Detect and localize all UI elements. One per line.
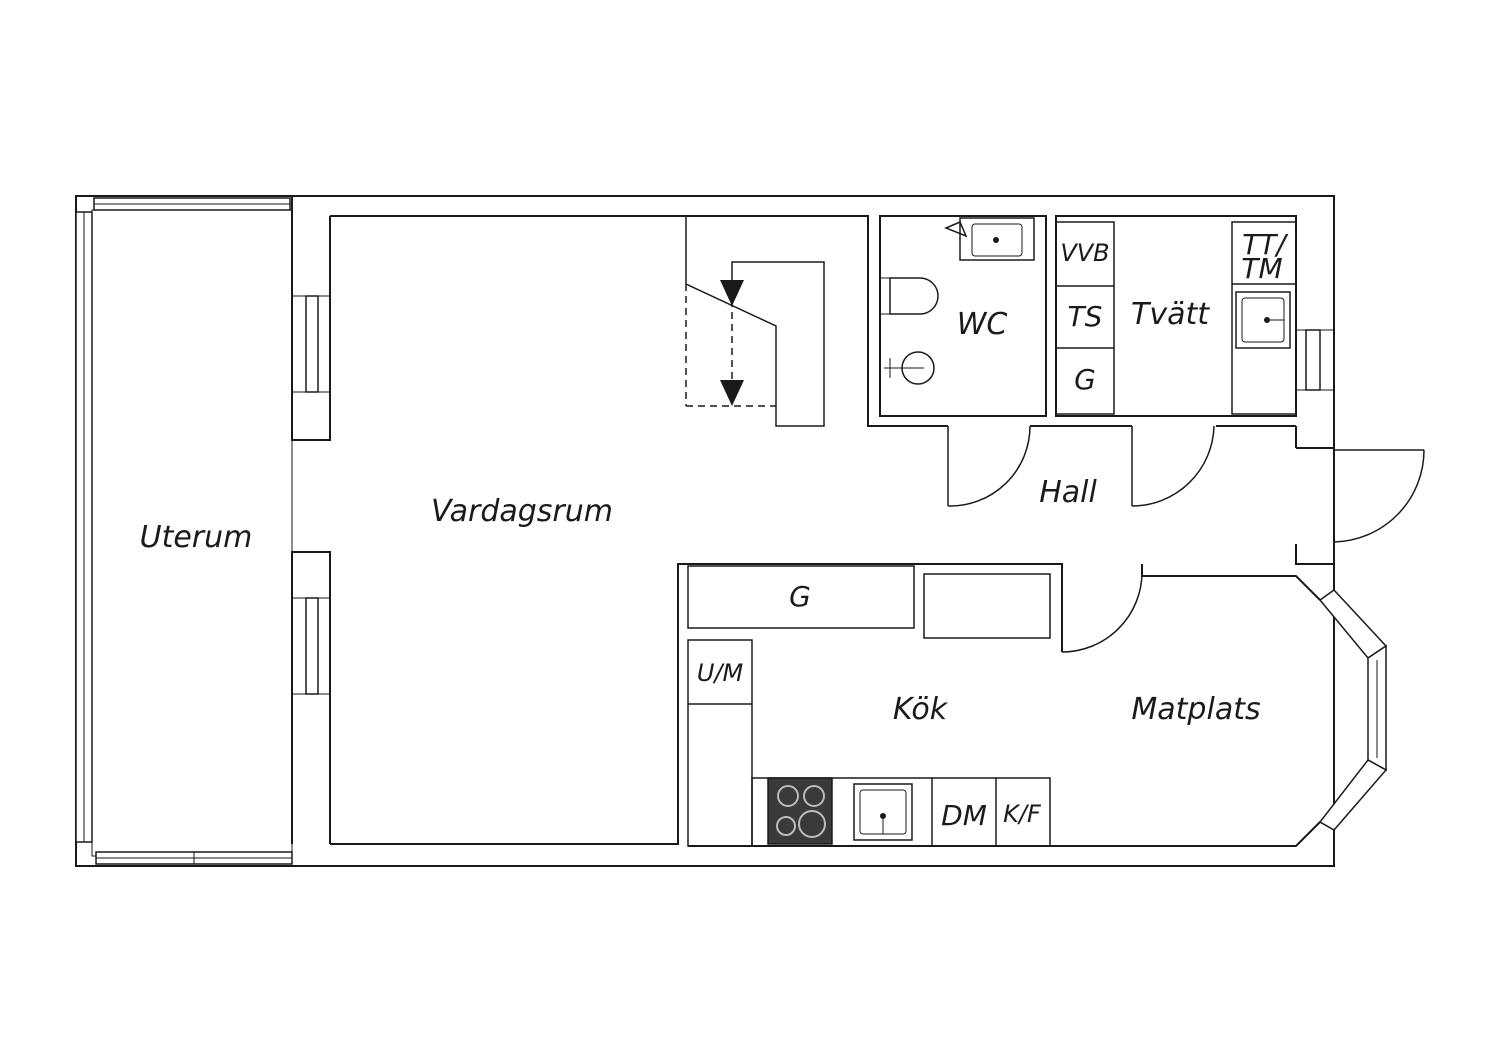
partition-uterum bbox=[291, 196, 331, 844]
laundry-room bbox=[1055, 215, 1334, 417]
wc-room bbox=[879, 215, 1047, 417]
room-label-hall: Hall bbox=[1039, 475, 1097, 510]
fixture-label-tt: TT/ bbox=[1242, 228, 1288, 261]
room-label-kok: Kök bbox=[893, 692, 949, 727]
room-label-wc: WC bbox=[957, 307, 1008, 342]
fixture-label-g-laundry: G bbox=[1074, 363, 1096, 396]
room-label-matplats: Matplats bbox=[1131, 692, 1260, 727]
fixture-label-g-kitchen: G bbox=[789, 580, 811, 613]
room-label-vardagsrum: Vardagsrum bbox=[431, 494, 613, 529]
doors bbox=[947, 425, 1425, 653]
fixture-label-vvb: VVB bbox=[1060, 239, 1109, 267]
fixture-label-dm: DM bbox=[941, 799, 987, 832]
room-label-uterum: Uterum bbox=[140, 520, 253, 555]
fixture-label-tm: TM bbox=[1241, 252, 1282, 285]
kitchen-cabinets bbox=[687, 565, 1051, 847]
fixture-label-ts: TS bbox=[1068, 300, 1103, 333]
fixture-label-kf: K/F bbox=[1003, 800, 1042, 828]
room-label-tvatt: Tvätt bbox=[1131, 297, 1210, 332]
staircase bbox=[685, 216, 825, 427]
fixture-label-um: U/M bbox=[697, 659, 744, 687]
uterum-windows bbox=[75, 197, 293, 865]
bay-window bbox=[1318, 589, 1388, 831]
